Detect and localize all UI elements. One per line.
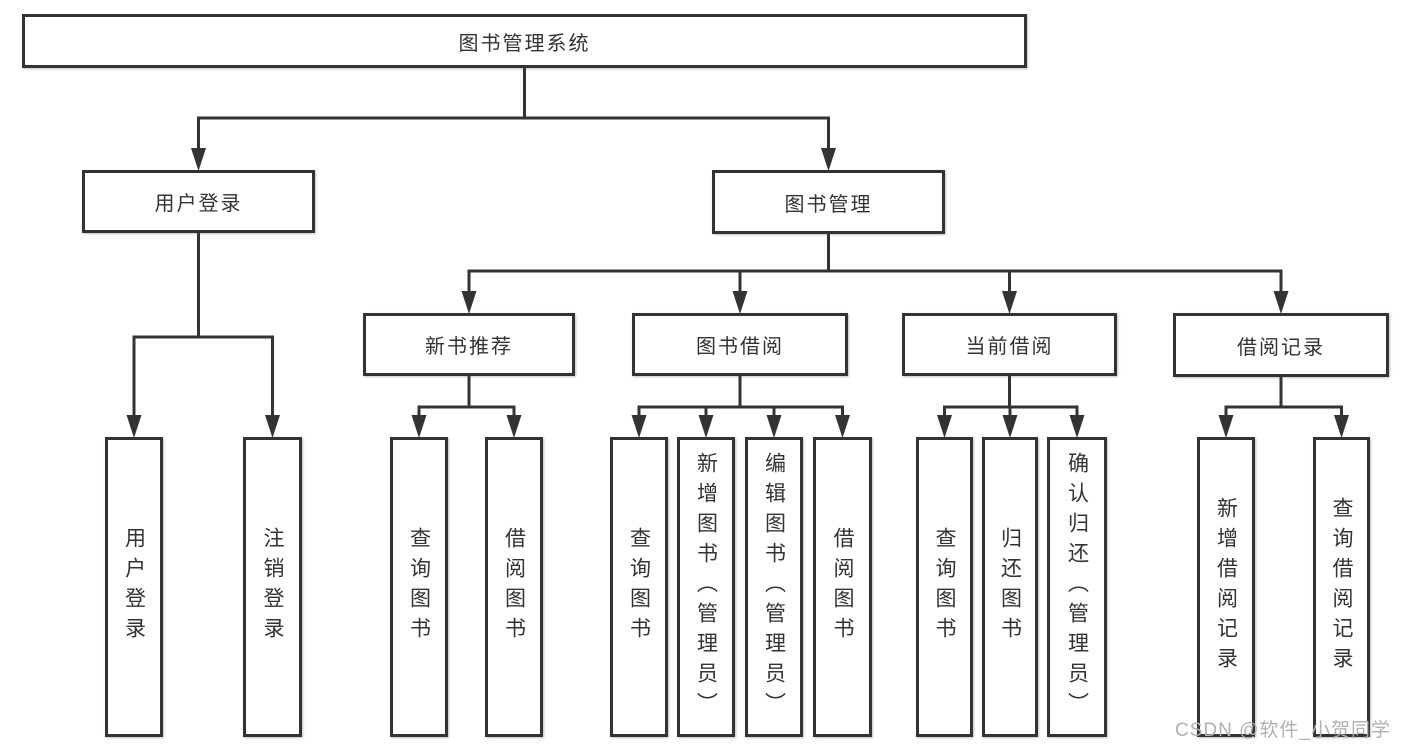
node-label-new-book-rec: 新书推荐: [425, 336, 513, 358]
arrowhead-icon: [835, 415, 850, 438]
csdn-watermark: CSDN @软件_小贺同学: [1175, 720, 1391, 741]
node-leaf-edit-book: 编辑图书（管理员）: [745, 437, 803, 737]
node-label-book-mgmt: 图书管理: [784, 193, 873, 216]
node-borrow-records: 借阅记录: [1173, 313, 1389, 377]
arrowhead-icon: [1218, 415, 1234, 438]
node-label-leaf-query-book-2: 查询图书: [627, 527, 651, 647]
node-label-leaf-logout: 注销登录: [261, 527, 284, 647]
node-leaf-borrow-book-2: 借阅图书: [813, 437, 872, 737]
node-leaf-logout: 注销登录: [243, 437, 302, 737]
arrowhead-icon: [631, 415, 647, 438]
node-label-leaf-query-book-1: 查询图书: [407, 527, 431, 647]
arrowhead-icon: [1273, 291, 1289, 314]
node-label-root: 图书管理系统: [458, 32, 591, 55]
arrowhead-icon: [766, 415, 782, 438]
node-label-leaf-return-book: 归还图书: [998, 527, 1022, 647]
node-leaf-return-book: 归还图书: [982, 437, 1038, 737]
node-label-borrow-records: 借阅记录: [1237, 336, 1325, 359]
arrowhead-icon: [411, 415, 427, 438]
arrowhead-icon: [821, 148, 836, 171]
arrowhead-icon: [937, 415, 952, 438]
arrowhead-icon: [461, 291, 477, 314]
node-user-login: 用户登录: [82, 170, 315, 233]
node-new-book-rec: 新书推荐: [363, 313, 575, 376]
node-label-leaf-borrow-book-2: 借阅图书: [831, 527, 854, 647]
node-label-book-borrow: 图书借阅: [696, 336, 784, 358]
node-leaf-query-book-3: 查询图书: [916, 437, 973, 737]
arrowhead-icon: [126, 415, 142, 438]
node-label-leaf-add-borrow-rec: 新增借阅记录: [1214, 497, 1238, 677]
arrowhead-icon: [506, 415, 522, 438]
node-leaf-query-borrow-rec: 查询借阅记录: [1313, 437, 1370, 737]
node-label-leaf-query-borrow-rec: 查询借阅记录: [1330, 497, 1353, 677]
arrowhead-icon: [698, 415, 714, 438]
node-label-leaf-edit-book: 编辑图书（管理员）: [762, 452, 786, 722]
node-book-mgmt: 图书管理: [712, 170, 945, 234]
arrowhead-icon: [732, 291, 748, 314]
node-label-user-login: 用户登录: [154, 193, 243, 215]
node-current-borrow: 当前借阅: [902, 313, 1117, 376]
node-leaf-add-book: 新增图书（管理员）: [677, 437, 735, 737]
node-leaf-user-login: 用户登录: [105, 437, 163, 737]
arrowhead-icon: [265, 415, 280, 438]
node-leaf-confirm-return: 确认归还（管理员）: [1047, 437, 1107, 737]
arrowhead-icon: [1002, 415, 1018, 438]
node-label-leaf-confirm-return: 确认归还（管理员）: [1065, 452, 1089, 722]
arrowhead-icon: [1002, 291, 1017, 314]
arrowhead-icon: [191, 148, 206, 171]
node-label-leaf-user-login: 用户登录: [122, 527, 146, 647]
node-label-leaf-query-book-3: 查询图书: [933, 527, 956, 647]
node-label-leaf-borrow-book-1: 借阅图书: [502, 527, 526, 647]
node-leaf-query-book-2: 查询图书: [610, 437, 668, 737]
node-label-leaf-add-book: 新增图书（管理员）: [694, 452, 718, 722]
node-label-current-borrow: 当前借阅: [965, 336, 1054, 358]
node-leaf-borrow-book-1: 借阅图书: [485, 437, 543, 737]
node-leaf-add-borrow-rec: 新增借阅记录: [1197, 437, 1255, 737]
node-leaf-query-book-1: 查询图书: [390, 437, 448, 737]
arrowhead-icon: [1334, 415, 1349, 438]
node-root: 图书管理系统: [22, 14, 1027, 68]
arrowhead-icon: [1069, 415, 1085, 438]
node-book-borrow: 图书借阅: [632, 313, 848, 376]
